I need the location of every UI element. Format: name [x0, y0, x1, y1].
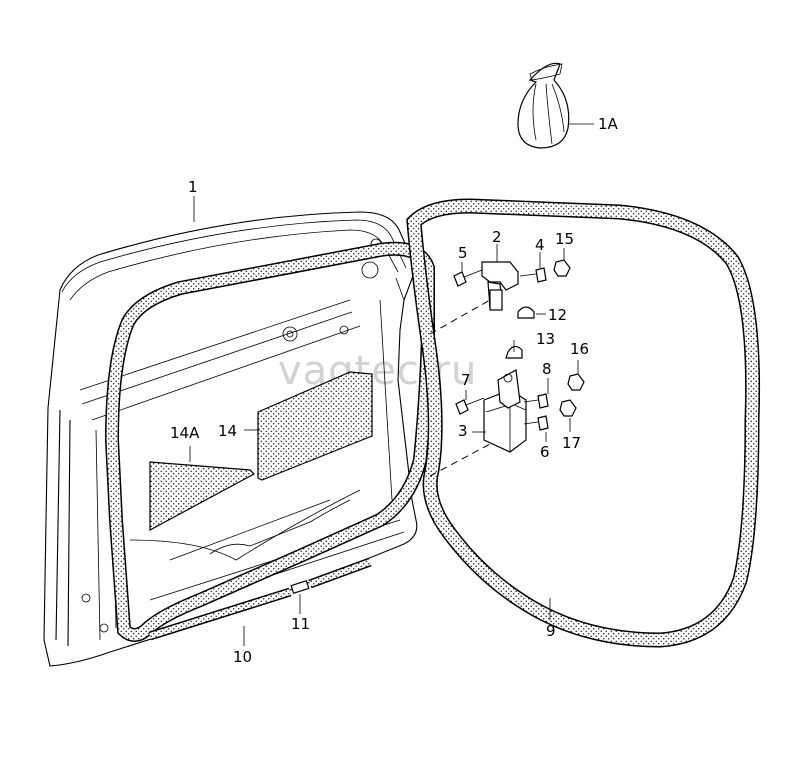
door-seal-inner-dots [106, 243, 434, 641]
bag-part-1a [517, 62, 570, 149]
callout-1a: 1A [598, 115, 619, 133]
seal-joint-piece [290, 579, 310, 595]
callout-3: 3 [458, 422, 468, 440]
callout-7: 7 [461, 371, 471, 389]
callout-14a: 14A [170, 424, 200, 442]
nut-17 [559, 399, 577, 417]
bolt-6 [523, 415, 549, 431]
cap-12 [517, 306, 535, 319]
callout-10: 10 [233, 648, 252, 666]
lower-seal-strip-dots [149, 589, 291, 639]
callout-9: 9 [546, 622, 556, 640]
callout-4: 4 [535, 236, 545, 254]
callout-12: 12 [548, 306, 567, 324]
nut-15 [553, 259, 571, 277]
callout-6: 6 [540, 443, 550, 461]
cap-13 [505, 345, 523, 359]
callout-5: 5 [458, 244, 468, 262]
door-opening-seal-dots [407, 199, 759, 647]
bolt-7 [455, 397, 485, 415]
callout-16: 16 [570, 340, 589, 358]
callout-13: 13 [536, 330, 555, 348]
callout-2: 2 [492, 228, 502, 246]
lower-hinge [483, 369, 527, 453]
callout-8: 8 [542, 360, 552, 378]
watermark-text: vagtec.ru [278, 348, 477, 394]
bolt-8 [523, 393, 549, 409]
callout-14: 14 [218, 422, 237, 440]
callout-1: 1 [188, 178, 198, 196]
damping-pad-14a [149, 461, 255, 532]
assembly-line-upper [429, 299, 491, 335]
damping-pad-14 [257, 371, 373, 481]
bolt-5 [453, 269, 483, 287]
callout-11: 11 [291, 615, 310, 633]
nut-16 [567, 373, 585, 391]
upper-hinge [481, 261, 519, 311]
leader-lines [189, 123, 594, 646]
bolt-4 [519, 267, 547, 283]
callout-15: 15 [555, 230, 574, 248]
callout-17: 17 [562, 434, 581, 452]
lower-seal-strip-right-dots [308, 559, 372, 587]
